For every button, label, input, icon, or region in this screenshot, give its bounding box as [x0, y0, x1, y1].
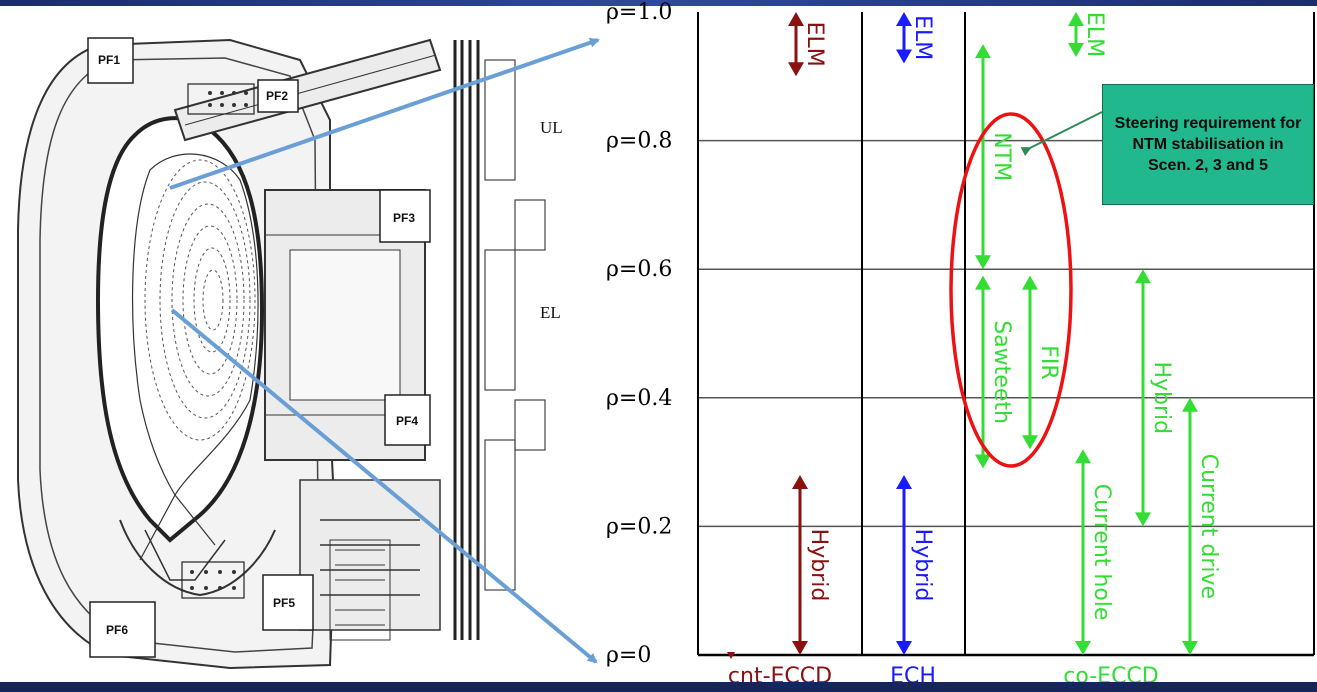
steering-requirement-callout: Steering requirement for NTM stabilisati… [1102, 84, 1314, 205]
svg-text:Hybrid: Hybrid [806, 529, 831, 602]
y-tick-label: ρ=0.2 [606, 514, 672, 539]
y-tick-label: ρ=0.6 [606, 257, 672, 282]
y-tick-label: ρ=0.4 [606, 386, 672, 411]
y-tick-label: ρ=0 [606, 643, 651, 668]
svg-text:Current hole: Current hole [1089, 484, 1114, 621]
svg-text:ELM: ELM [910, 15, 935, 60]
y-tick-label: ρ=1.0 [606, 0, 672, 25]
range-current-hole: Current hole [1075, 449, 1114, 655]
range-fir: FIR [1022, 276, 1061, 450]
svg-text:ELM: ELM [1082, 12, 1107, 57]
edge-link-arrow [170, 40, 598, 188]
range-ntm: NTM [975, 44, 1014, 269]
y-axis-ticks: ρ=1.0 ρ=0.8 ρ=0.6 ρ=0.4 ρ=0.2 ρ=0 [606, 0, 672, 668]
bottom-band [0, 682, 1317, 692]
svg-text:Hybrid: Hybrid [1149, 361, 1174, 434]
svg-text:ELM: ELM [802, 22, 827, 67]
callout-text: Steering requirement for NTM stabilisati… [1111, 113, 1305, 176]
svg-text:FIR: FIR [1036, 345, 1061, 379]
range-elm: ELM [1068, 12, 1107, 57]
y-tick-label: ρ=0.8 [606, 129, 672, 154]
svg-text:Current drive: Current drive [1196, 454, 1221, 599]
core-link-arrow [172, 310, 596, 662]
svg-text:Sawteeth: Sawteeth [989, 320, 1014, 424]
svg-text:NTM: NTM [989, 132, 1014, 181]
range-hybrid: Hybrid [896, 475, 935, 655]
range-elm: ELM [896, 12, 935, 63]
svg-text:Hybrid: Hybrid [910, 529, 935, 602]
range-hybrid: Hybrid [792, 475, 831, 655]
callout-pointer [1030, 112, 1102, 148]
range-elm: ELM [788, 12, 827, 76]
